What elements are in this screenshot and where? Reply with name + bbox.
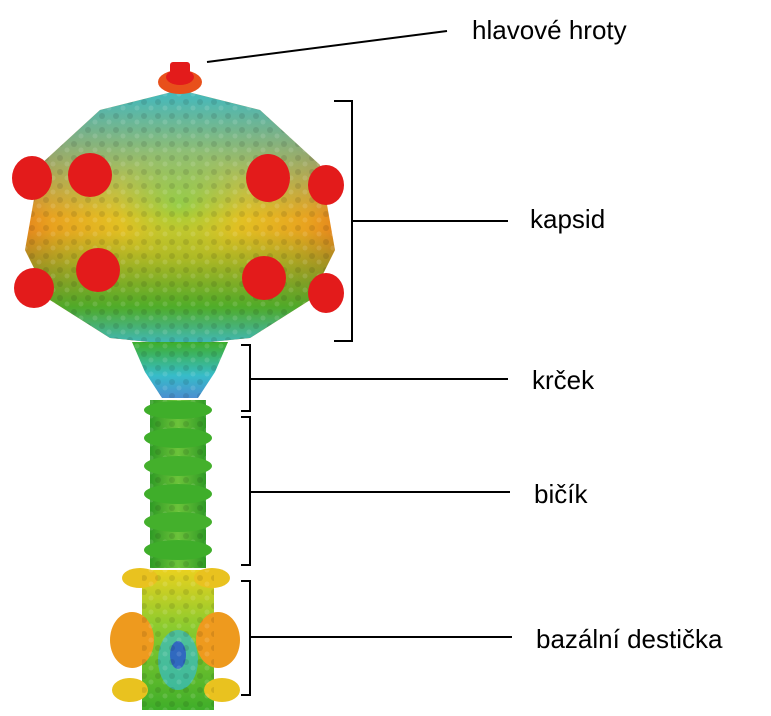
capsid-label: kapsid xyxy=(530,206,605,232)
tail-shape xyxy=(144,400,212,568)
tail-label: bičík xyxy=(534,481,587,507)
tail-bracket xyxy=(241,417,510,565)
capsid-shape xyxy=(25,90,335,345)
neck-bracket xyxy=(241,345,508,411)
baseplate-label: bazální destička xyxy=(536,626,722,652)
head-spikes-label: hlavové hroty xyxy=(472,17,627,43)
neck-label: krček xyxy=(532,367,594,393)
baseplate-bracket xyxy=(241,581,512,695)
capsid-bracket xyxy=(334,101,508,341)
baseplate-shape xyxy=(110,568,240,710)
spikes-leader-line xyxy=(207,31,447,62)
neck-shape xyxy=(132,342,228,398)
